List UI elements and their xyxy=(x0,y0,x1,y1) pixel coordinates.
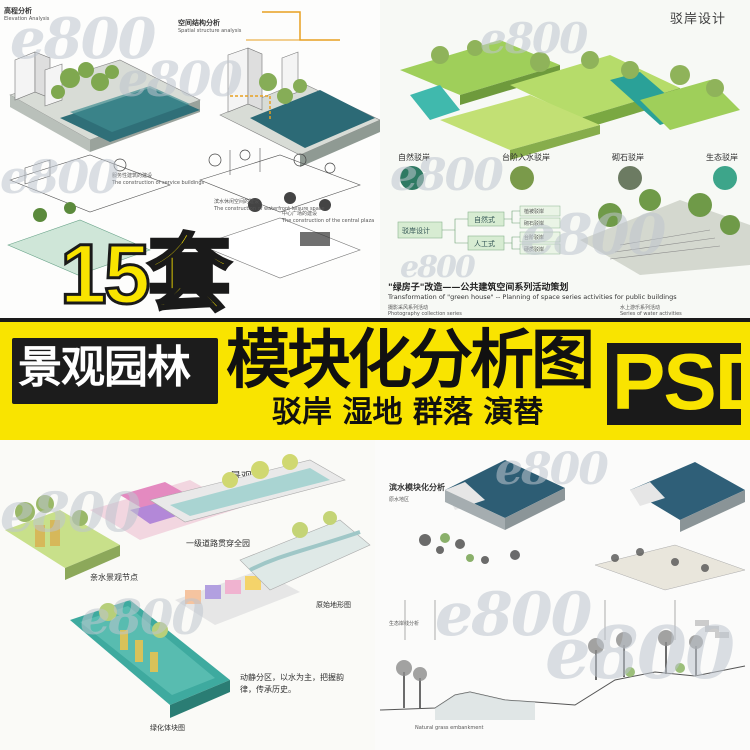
step-central-plaza: 中心广场的建设 xyxy=(282,211,318,217)
label-raw-water: 原水地区 xyxy=(389,497,410,503)
bank-type-steps: 台阶入水驳岸 xyxy=(502,153,550,162)
bank-design-title: 驳岸设计 xyxy=(670,12,727,27)
bank-type-eco: 生态驳岸 xyxy=(706,153,738,162)
label-eco-shoreline: 生态岸线分析 xyxy=(389,621,420,627)
panel-bank-design: 驳岸设计 xyxy=(380,0,750,318)
tree-branch-artificial: 人工式 xyxy=(474,240,495,248)
label-waterfront-node: 亲水景观节点 xyxy=(90,573,138,582)
step-service-buildings: 服务性建筑的建设 xyxy=(112,173,153,179)
tree-leaf: 砌石驳岸 xyxy=(524,221,545,227)
psd-badge: PSD xyxy=(612,337,750,426)
caption-green-house-en: Transformation of "green house" -- Plann… xyxy=(388,293,677,301)
tree-leaf: 植被驳岸 xyxy=(524,209,545,215)
elevation-illustration xyxy=(7,11,380,279)
label-primary-road: 一级道路贯穿全园 xyxy=(186,539,250,548)
sub-caption-water-en: Series of water activities xyxy=(620,311,682,317)
sub-caption-photo: 摄影采风系列活动 xyxy=(388,305,429,311)
sub-title: 驳岸 湿地 群落 演替 xyxy=(272,395,544,430)
bank-design-illustration xyxy=(397,40,750,275)
tree-leaf: 硬质驳岸 xyxy=(524,247,545,253)
step-waterfront: 滨水休闲空间的建设 xyxy=(214,199,260,205)
waterfront-title: 滨水模块化分析 xyxy=(389,483,445,492)
tree-root: 驳岸设计 xyxy=(402,227,430,235)
label-spatial-en: Spatial structure analysis xyxy=(178,28,242,34)
step-central-plaza-en: The construction of the central plaza xyxy=(282,218,375,224)
panel-concept-analysis: 景观概念分析图 一级道路贯穿全园 亲水景观节点 xyxy=(0,440,375,750)
concept-illustration xyxy=(5,454,371,718)
concept-note: 动静分区，以水为主，把握韵律，传承历史。 xyxy=(240,673,344,694)
bank-type-stone: 砌石驳岸 xyxy=(612,153,644,162)
label-natural-grass: Natural grass embankment xyxy=(415,725,484,731)
left-title-background xyxy=(12,338,218,404)
tree-leaf: 台阶驳岸 xyxy=(524,235,545,241)
step-waterfront-en: The construction of waterfront leisure s… xyxy=(214,206,325,212)
caption-green-house: "绿房子"改造——公共建筑空间系列活动策划 xyxy=(388,283,569,293)
label-original-terrain: 原始地形图 xyxy=(316,601,351,609)
sub-caption-water: 水上游乐系列活动 xyxy=(620,305,661,311)
label-elevation: 高程分析 xyxy=(4,7,32,15)
label-elevation-en: Elevation Analysis xyxy=(4,16,50,22)
waterfront-illustration xyxy=(379,460,746,720)
panel-waterfront-module: 滨水模块化分析 原水地区 xyxy=(375,440,750,750)
banner-top-rule xyxy=(0,318,750,322)
left-title: 景观园林 xyxy=(18,342,191,393)
bank-type-natural: 自然驳岸 xyxy=(398,153,430,162)
label-green-volume: 绿化体块图 xyxy=(150,724,185,732)
psd-badge-background xyxy=(604,340,744,428)
tree-branch-natural: 自然式 xyxy=(474,216,495,224)
step-service-buildings-en: The construction of service buildings xyxy=(112,180,205,186)
label-spatial: 空间结构分析 xyxy=(178,19,220,27)
main-title: 模块化分析图 xyxy=(226,324,595,398)
sub-caption-photo-en: Photography collection series xyxy=(388,311,462,317)
set-count: 15套 xyxy=(58,227,232,321)
